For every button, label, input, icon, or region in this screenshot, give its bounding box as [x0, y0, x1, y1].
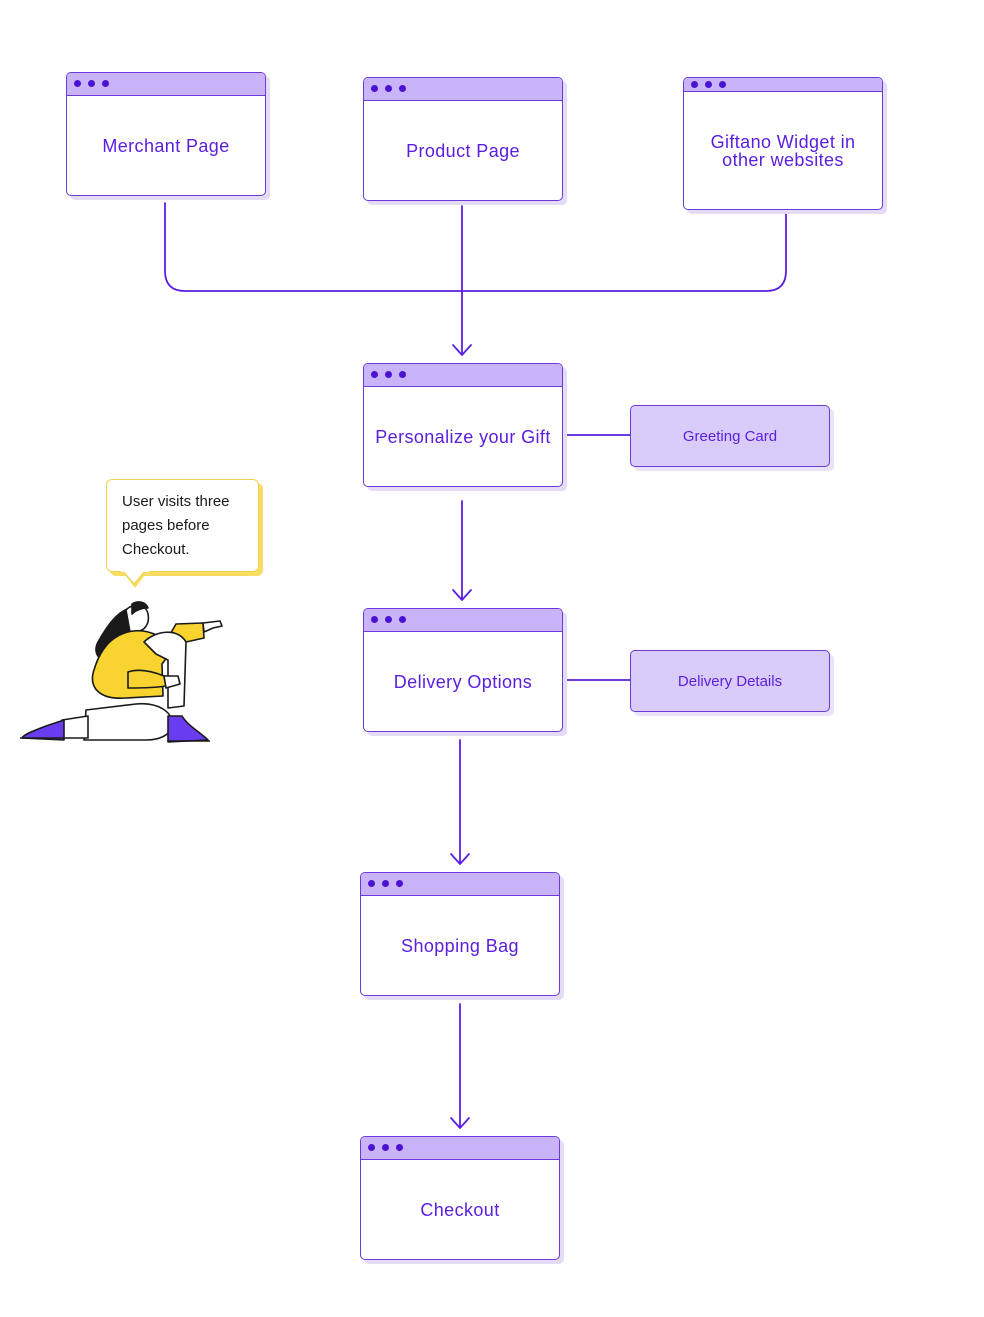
shopping-bag-label: Shopping Bag	[401, 936, 519, 956]
personalize-gift-window: Personalize your Gift	[363, 363, 563, 487]
arrow-head-delivery	[452, 589, 472, 601]
window-dot-icon	[399, 85, 406, 92]
shopping-bag-window: Shopping Bag	[360, 872, 560, 996]
window-dot-icon	[371, 371, 378, 378]
window-dot-icon	[368, 1144, 375, 1151]
delivery-options-label: Delivery Options	[393, 672, 533, 692]
giftano-widget-window: Giftano Widget in other websites	[683, 77, 883, 210]
merchant-page-window: Merchant Page	[66, 72, 266, 196]
window-dot-icon	[396, 880, 403, 887]
window-title-bar	[364, 78, 562, 101]
checkout-label: Checkout	[420, 1200, 500, 1220]
arrow-head-personalize	[452, 344, 472, 356]
window-title-bar	[364, 364, 562, 387]
window-dot-icon	[385, 371, 392, 378]
checkout-window: Checkout	[360, 1136, 560, 1260]
product-page-label: Product Page	[406, 141, 520, 161]
window-dot-icon	[88, 80, 95, 87]
window-dot-icon	[691, 81, 698, 88]
bubble-tail-icon	[121, 570, 149, 588]
window-dot-icon	[399, 616, 406, 623]
window-dot-icon	[371, 616, 378, 623]
window-title-bar	[364, 609, 562, 632]
window-dot-icon	[385, 85, 392, 92]
merge-line	[164, 202, 787, 292]
window-dot-icon	[102, 80, 109, 87]
personalize-gift-label: Personalize your Gift	[375, 427, 551, 447]
delivery-options-window: Delivery Options	[363, 608, 563, 732]
window-dot-icon	[382, 1144, 389, 1151]
annotation-bubble: User visits three pages before Checkout.	[106, 479, 259, 572]
window-dot-icon	[368, 880, 375, 887]
window-title-bar	[684, 78, 882, 92]
window-dot-icon	[382, 880, 389, 887]
giftano-widget-label: Giftano Widget in other websites	[710, 131, 856, 170]
arrow-head-checkout	[450, 1117, 470, 1129]
window-dot-icon	[371, 85, 378, 92]
window-title-bar	[67, 73, 265, 96]
merchant-page-label: Merchant Page	[102, 136, 230, 156]
window-dot-icon	[396, 1144, 403, 1151]
greeting-card-box: Greeting Card	[630, 405, 830, 467]
arrow-head-bag	[450, 853, 470, 865]
window-dot-icon	[385, 616, 392, 623]
window-dot-icon	[74, 80, 81, 87]
window-title-bar	[361, 1137, 559, 1160]
window-dot-icon	[399, 371, 406, 378]
window-title-bar	[361, 873, 559, 896]
sitting-woman-pointing-illustration	[20, 601, 223, 743]
product-page-window: Product Page	[363, 77, 563, 201]
window-dot-icon	[705, 81, 712, 88]
annotation-text: User visits three pages before Checkout.	[122, 493, 230, 558]
delivery-details-box: Delivery Details	[630, 650, 830, 712]
window-dot-icon	[719, 81, 726, 88]
